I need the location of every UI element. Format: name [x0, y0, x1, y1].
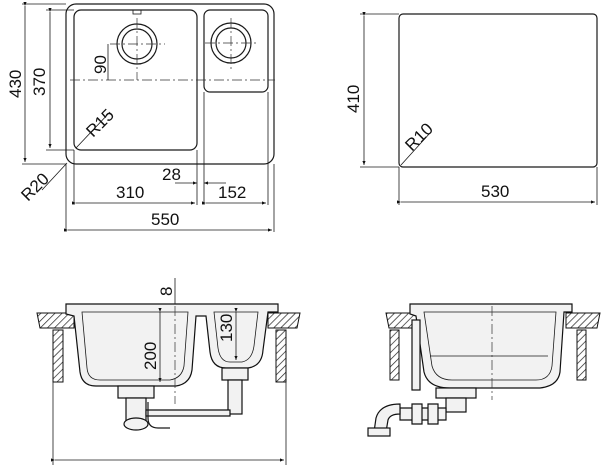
- dim-bowl-height: 370: [30, 68, 49, 96]
- dim-gap: 28: [162, 165, 181, 184]
- top-view-double-sink: 90 430 370 R15 R20 28 310 152: [6, 2, 275, 232]
- watermark-text: catalog.onliner.by: [482, 435, 568, 447]
- dim-main-bowl-width: 310: [116, 183, 144, 202]
- cutout-outline: [398, 13, 598, 168]
- dim-outer-radius: R20: [17, 169, 52, 204]
- top-view-cutout: 410 R10 530: [344, 12, 598, 205]
- dim-cutout-width: 530: [481, 182, 509, 201]
- dim-small-bowl-width: 152: [218, 183, 246, 202]
- dim-rim: 8: [157, 287, 176, 296]
- side-view-profile: [367, 303, 601, 437]
- dim-total-width: 550: [151, 210, 179, 229]
- dim-cutout-radius: R10: [401, 119, 436, 154]
- side-view-double-sink: 8 200 130: [36, 278, 301, 465]
- dim-drain-offset: 90: [91, 55, 110, 74]
- dim-cutout-height: 410: [344, 85, 363, 113]
- dim-main-depth: 200: [141, 342, 160, 370]
- small-bowl-outline: [203, 9, 269, 93]
- dim-small-depth: 130: [217, 314, 236, 342]
- dim-total-height: 430: [6, 70, 25, 98]
- sink-outer-outline: [65, 3, 275, 165]
